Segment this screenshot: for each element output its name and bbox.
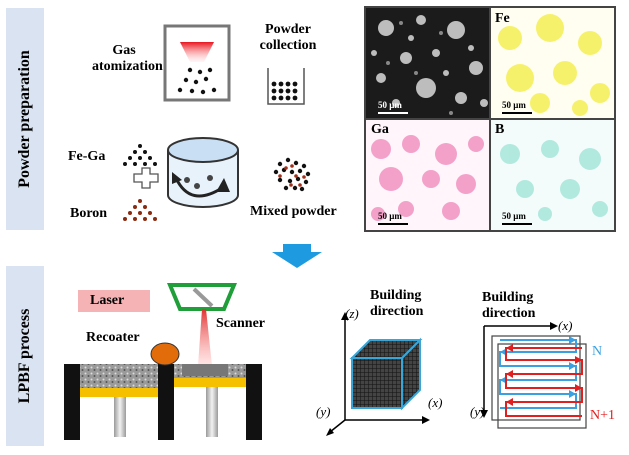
b-scale-label: 50 μm bbox=[502, 211, 526, 221]
right-wall bbox=[246, 364, 262, 440]
boron-particles-icon bbox=[123, 199, 157, 221]
b-map: B 50 μm bbox=[490, 119, 614, 230]
building-direction-label-1: Building direction bbox=[370, 288, 424, 319]
axis-x-label: (x) bbox=[428, 395, 443, 410]
sem-particles bbox=[371, 15, 488, 115]
recoater-icon bbox=[150, 342, 180, 366]
ga-map-label: Ga bbox=[371, 122, 389, 137]
scanner-icon bbox=[167, 283, 237, 311]
powder-collection-label: Powder collection bbox=[259, 22, 317, 53]
fe-ga-label: Fe-Ga bbox=[68, 149, 106, 164]
sem-scale-label: 50 μm bbox=[378, 100, 402, 110]
axis-y2-label: (y) bbox=[470, 404, 485, 419]
plus-icon bbox=[133, 167, 159, 189]
ga-map: Ga 50 μm bbox=[366, 119, 490, 230]
boron-label: Boron bbox=[70, 206, 108, 221]
grid-divider-horizontal bbox=[366, 118, 614, 120]
axis-z-label: (z) bbox=[345, 306, 359, 321]
gas-atomization-label: Gas atomization bbox=[92, 43, 163, 74]
layer-n1-label: N+1 bbox=[590, 408, 616, 423]
left-wall bbox=[64, 364, 80, 440]
ga-scale-label: 50 μm bbox=[378, 211, 402, 221]
powder-platform bbox=[80, 388, 158, 397]
b-map-label: B bbox=[495, 122, 505, 137]
fe-map-dots bbox=[498, 14, 610, 116]
laser-label: Laser bbox=[90, 293, 125, 308]
fe-scale-label: 50 μm bbox=[502, 100, 526, 110]
sem-scale-bar bbox=[378, 112, 408, 114]
laser-box bbox=[78, 290, 150, 312]
sidebar-powder-preparation: Powder preparation bbox=[6, 8, 44, 230]
building-direction-label-2: Building direction bbox=[482, 290, 536, 321]
scanner-label: Scanner bbox=[216, 316, 265, 331]
ga-map-dots bbox=[371, 135, 484, 221]
middle-wall bbox=[158, 364, 174, 440]
micrograph-grid: 50 μm Fe 50 μm Ga 50 μm bbox=[364, 6, 616, 232]
b-map-dots bbox=[500, 140, 608, 221]
recoater-label: Recoater bbox=[86, 330, 140, 345]
sem-micrograph: 50 μm bbox=[366, 8, 490, 119]
axis-x2-label: (x) bbox=[558, 318, 573, 333]
axis-y-label: (y) bbox=[316, 404, 331, 419]
mixed-powder-icon bbox=[273, 157, 311, 192]
mixer-drum-icon bbox=[167, 137, 239, 208]
laser-beam bbox=[198, 309, 212, 366]
layer-n-label: N bbox=[592, 344, 603, 359]
b-scale-bar bbox=[502, 223, 532, 225]
fe-scale-bar bbox=[502, 112, 532, 114]
fe-map: Fe 50 μm bbox=[490, 8, 614, 119]
mixed-powder-label: Mixed powder bbox=[250, 204, 337, 219]
ga-scale-bar bbox=[378, 223, 408, 225]
fe-map-label: Fe bbox=[495, 11, 510, 26]
build-platform bbox=[174, 378, 246, 387]
fe-ga-particles-icon bbox=[123, 144, 157, 166]
sidebar-lpbf-process: LPBF process bbox=[6, 266, 44, 446]
